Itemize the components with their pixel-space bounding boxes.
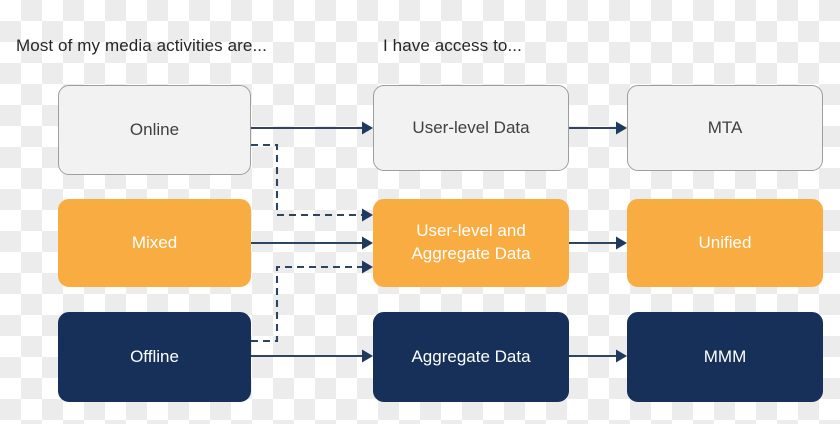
edge-user-level-and-aggregate-data-to-unified <box>569 236 627 250</box>
edge-offline-to-user-level-and-aggregate-data <box>251 260 373 343</box>
node-online-label: Online <box>129 119 180 139</box>
node-user-level-and-aggregate-data[interactable]: User-level and Aggregate Data <box>373 199 569 287</box>
node-unified-label: Unified <box>698 232 752 252</box>
node-offline-label: Offline <box>130 346 179 366</box>
edge-mixed-to-user-level-and-aggregate-data <box>251 236 373 250</box>
column-header-data-access: I have access to... <box>383 36 522 55</box>
node-online[interactable]: Online <box>58 85 251 175</box>
column-header-media-activity: Most of my media activities are... <box>16 36 267 55</box>
node-user-level-data[interactable]: User-level Data <box>373 85 569 171</box>
node-mta-label: MTA <box>707 117 743 137</box>
node-unified[interactable]: Unified <box>627 199 823 287</box>
node-mmm-label: MMM <box>703 346 747 366</box>
node-aggregate-data[interactable]: Aggregate Data <box>373 312 569 402</box>
node-aggregate-data-label: Aggregate Data <box>411 346 531 366</box>
edge-offline-to-aggregate-data <box>251 349 373 363</box>
edge-online-to-user-level-and-aggregate-data <box>251 143 373 222</box>
edge-aggregate-data-to-mmm <box>569 349 627 363</box>
node-user-level-and-aggregate-data-label-line2: Aggregate Data <box>411 244 531 263</box>
node-user-level-data-label: User-level Data <box>412 117 530 137</box>
node-mta[interactable]: MTA <box>627 85 823 171</box>
node-user-level-and-aggregate-data-label-line1: User-level and <box>416 221 526 241</box>
edge-user-level-data-to-mta <box>569 121 627 135</box>
node-mixed[interactable]: Mixed <box>58 199 251 287</box>
node-offline[interactable]: Offline <box>58 312 251 402</box>
edge-online-to-user-level-data <box>251 121 373 135</box>
node-mmm[interactable]: MMM <box>627 312 823 402</box>
node-mixed-label: Mixed <box>131 232 178 252</box>
